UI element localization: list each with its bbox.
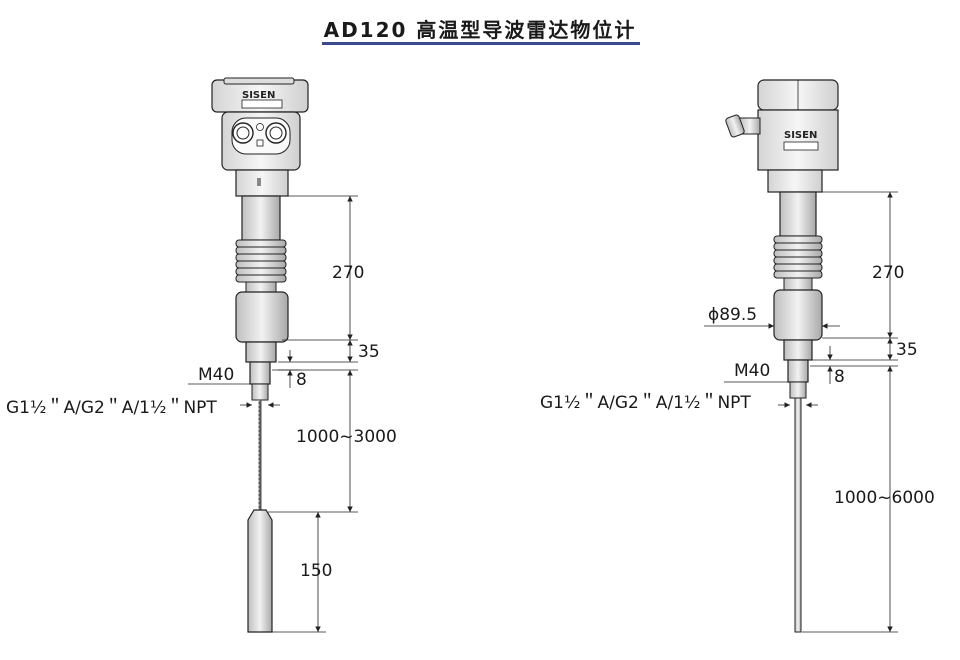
left-dim-connection: G1½＂A/G2＂A/1½＂NPT (6, 398, 217, 418)
left-dim-m40: M40 (198, 365, 234, 385)
right-brand-logo: SISEN (784, 130, 817, 141)
left-cooling-fins (235, 239, 287, 283)
right-dim-8: 8 (834, 367, 845, 387)
right-dim-270: 270 (872, 263, 904, 283)
right-probe-rod (794, 397, 802, 633)
right-dim-probe-length: 1000~6000 (834, 488, 935, 508)
title-underline (322, 42, 640, 45)
right-instrument: SISEN (725, 79, 839, 633)
right-dimensions: 270 ϕ89.5 35 8 M40 G1½＂A/G2＂A/1½＂NPT 100… (540, 191, 935, 633)
left-gland-right-icon (265, 122, 287, 144)
right-cooling-fins (773, 235, 823, 279)
right-neck (779, 191, 817, 237)
left-gland-left-icon (232, 122, 254, 144)
right-dim-m40: M40 (734, 361, 770, 381)
left-neck (241, 195, 281, 241)
left-dim-weight: 150 (300, 561, 332, 581)
right-hex-block (773, 289, 823, 341)
right-dim-diameter: ϕ89.5 (708, 305, 757, 325)
left-dim-probe-length: 1000~3000 (296, 427, 397, 447)
left-dim-8: 8 (296, 370, 307, 390)
right-dim-35: 35 (896, 340, 918, 360)
right-dim-connection: G1½＂A/G2＂A/1½＂NPT (540, 393, 751, 413)
page-title: AD120 高温型导波雷达物位计 (323, 18, 637, 42)
left-hex-block (235, 291, 289, 343)
left-dimensions: 270 35 8 M40 G1½＂A/G2＂A/1½＂NPT 1000~3000… (6, 195, 397, 633)
left-probe-weight (247, 509, 273, 633)
left-instrument: SISEN (211, 77, 309, 633)
left-dim-35: 35 (358, 342, 380, 362)
left-brand-logo: SISEN (242, 90, 275, 101)
left-dim-270: 270 (332, 263, 364, 283)
right-cable-gland-icon (725, 114, 761, 138)
